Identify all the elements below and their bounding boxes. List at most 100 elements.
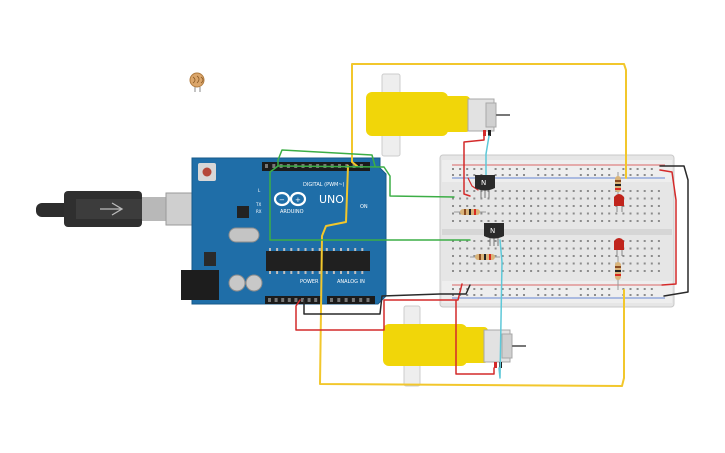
- rail-hole: [473, 168, 476, 170]
- breadboard-hole: [530, 247, 533, 250]
- power-jack[interactable]: [181, 270, 219, 300]
- breadboard-hole: [586, 255, 589, 257]
- breadboard-hole: [650, 220, 653, 222]
- wire-red-motor-bottom[interactable]: [455, 299, 495, 375]
- breadboard-hole: [494, 270, 497, 272]
- breadboard-hole: [586, 197, 589, 200]
- wire-red-power[interactable]: [295, 283, 463, 331]
- wire-cyan-motor-bottom[interactable]: [498, 239, 503, 379]
- breadboard-hole: [544, 197, 547, 200]
- resistor-2[interactable]: [470, 254, 500, 260]
- resistor-3[interactable]: [615, 172, 621, 196]
- led-red-2[interactable]: [614, 238, 624, 256]
- chip-leg: [276, 248, 279, 251]
- rail-hole: [480, 294, 483, 296]
- breadboard-hole: [544, 240, 547, 242]
- breadboard[interactable]: [439, 154, 675, 308]
- breadboard-hole: [565, 247, 568, 250]
- rail-hole: [594, 294, 596, 296]
- breadboard-hole: [544, 247, 547, 250]
- npn-transistor-2[interactable]: N: [484, 223, 504, 246]
- breadboard-hole: [508, 197, 511, 200]
- breadboard-hole: [544, 220, 547, 222]
- dc-motor-bottom[interactable]: [383, 305, 526, 387]
- breadboard-hole: [537, 247, 540, 250]
- breadboard-hole: [586, 220, 589, 222]
- reset-button-cap[interactable]: [202, 167, 212, 177]
- rail-hole: [629, 168, 632, 170]
- breadboard-hole: [643, 255, 646, 257]
- wire-yellow-top[interactable]: [351, 63, 627, 179]
- rail-hole: [601, 168, 604, 170]
- rail-hole: [608, 288, 611, 290]
- chip-leg: [269, 248, 271, 251]
- breadboard-hole: [579, 220, 582, 222]
- capacitor: [228, 274, 246, 292]
- wire-red-motor-top[interactable]: [463, 135, 485, 197]
- breadboard-hole: [494, 240, 497, 242]
- breadboard-hole: [636, 247, 639, 250]
- breadboard-hole: [594, 190, 596, 192]
- wire-green-bottom[interactable]: [269, 165, 471, 241]
- analog-label: ANALOG IN: [337, 279, 365, 285]
- breadboard-hole: [629, 205, 632, 207]
- wire-green-top[interactable]: [277, 149, 455, 198]
- usb-cable[interactable]: [36, 191, 193, 227]
- breadboard-hole: [608, 205, 611, 207]
- breadboard-hole: [594, 220, 596, 222]
- breadboard-hole: [579, 205, 582, 207]
- rail-hole: [523, 288, 525, 290]
- rail-hole: [494, 168, 497, 170]
- wire-black-right-rail[interactable]: [659, 165, 689, 297]
- power-header[interactable]: [265, 296, 321, 304]
- breadboard-hole: [558, 197, 561, 200]
- power-pin: [287, 298, 291, 302]
- photoresistor[interactable]: [189, 72, 205, 92]
- breadboard-hole: [473, 262, 476, 265]
- breadboard-hole: [643, 270, 646, 272]
- chip-leg: [283, 248, 286, 251]
- breadboard-hole: [629, 262, 632, 265]
- breadboard-hole: [515, 205, 518, 207]
- rail-hole: [601, 288, 604, 290]
- usb-chip: [237, 206, 249, 218]
- breadboard-hole: [558, 255, 561, 257]
- analog-pin: [344, 298, 348, 302]
- wire-red-short[interactable]: [467, 177, 479, 191]
- rail-hole: [565, 294, 568, 296]
- breadboard-hole: [501, 255, 504, 257]
- dc-motor-top[interactable]: [366, 73, 510, 157]
- breadboard-hole: [530, 262, 533, 265]
- breadboard-hole: [650, 255, 653, 257]
- arduino-logo: − +: [273, 191, 307, 207]
- wire-yellow-bottom[interactable]: [319, 165, 625, 387]
- capacitor: [245, 274, 263, 292]
- resistor-1[interactable]: [454, 209, 486, 215]
- breadboard-hole: [537, 240, 540, 242]
- breadboard-hole: [579, 247, 582, 250]
- rail-hole: [579, 294, 582, 296]
- breadboard-hole: [629, 212, 632, 215]
- breadboard-hole: [643, 205, 646, 207]
- breadboard-hole: [473, 247, 476, 250]
- analog-header[interactable]: [327, 296, 375, 304]
- breadboard-hole: [615, 255, 618, 257]
- npn-transistor-1[interactable]: N: [475, 175, 495, 198]
- resistor-4[interactable]: [615, 256, 621, 290]
- breadboard-hole: [537, 262, 540, 265]
- breadboard-hole: [551, 255, 554, 257]
- breadboard-hole: [586, 240, 589, 242]
- chip-leg: [311, 248, 314, 251]
- breadboard-hole: [636, 212, 639, 215]
- l-led-label: L: [258, 188, 261, 193]
- breadboard-hole: [643, 220, 646, 222]
- wire-black-gnd[interactable]: [303, 284, 471, 315]
- wire-red-right-rail[interactable]: [659, 169, 677, 286]
- rail-hole: [565, 168, 568, 170]
- power-pin: [274, 298, 278, 302]
- breadboard-hole: [650, 212, 653, 215]
- breadboard-hole: [622, 270, 625, 272]
- rail-hole: [558, 294, 561, 296]
- led-red-1[interactable]: [614, 194, 624, 212]
- arduino-uno-board[interactable]: DIGITAL (PWM~) − + ARDUINO UNO ON L TX R…: [36, 157, 387, 305]
